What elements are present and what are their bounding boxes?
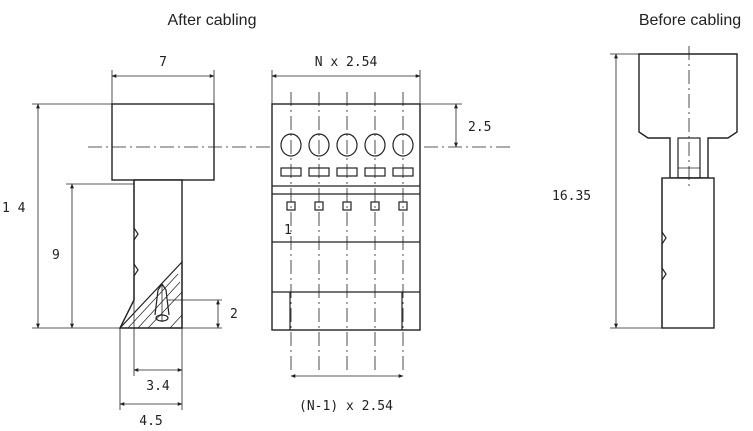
dimension-n-minus-1-pitch: (N-1) x 2.54 (290, 374, 404, 414)
dimension-2-label: 2 (230, 307, 238, 322)
dimension-4-5: 4.5 (119, 328, 183, 429)
dimension-7-label: 7 (159, 55, 167, 70)
side-view-after (111, 103, 215, 329)
dimension-n-minus-1-pitch-label: (N-1) x 2.54 (299, 399, 393, 414)
dimension-n-pitch-label: N x 2.54 (315, 55, 378, 70)
title-before-cabling: Before cabling (639, 12, 741, 29)
side-view-before (638, 46, 738, 329)
dimension-16-35: 16.35 (552, 53, 662, 329)
dimension-14: 1 4 (2, 103, 120, 329)
dimension-3-4-label: 3.4 (146, 379, 170, 394)
dimension-9: 9 (52, 183, 134, 329)
dimension-7: 7 (111, 55, 215, 104)
dimension-9-label: 9 (52, 248, 60, 263)
front-view: 1 (271, 92, 421, 372)
title-after-cabling: After cabling (168, 12, 257, 29)
dimension-2-5: 2.5 (420, 103, 491, 148)
dimension-2: 2 (168, 299, 238, 329)
pin-one-label: 1 (284, 223, 292, 238)
dimension-14-label: 1 4 (2, 201, 26, 216)
dimension-3-4: 3.4 (133, 300, 183, 410)
dimension-16-35-label: 16.35 (552, 189, 591, 204)
dimension-2-5-label: 2.5 (468, 120, 491, 135)
dimension-4-5-label: 4.5 (139, 414, 162, 429)
dimension-n-pitch: N x 2.54 (271, 55, 421, 104)
